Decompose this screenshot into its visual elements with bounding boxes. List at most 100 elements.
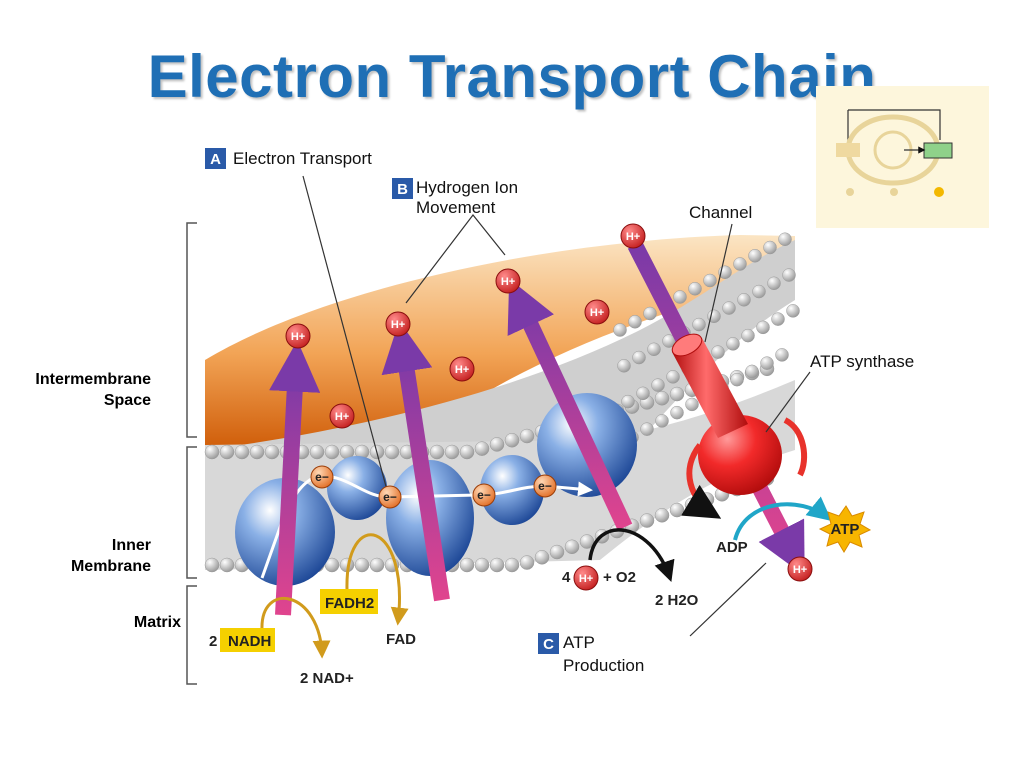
phospholipid-head (204, 444, 220, 460)
phospholipid-head (579, 534, 595, 549)
phospholipid-head (504, 557, 520, 573)
phospholipid-head (670, 405, 684, 420)
matrix-label: Matrix (134, 614, 181, 631)
svg-text:H+: H+ (501, 276, 515, 288)
phospholipid-head (786, 304, 800, 318)
svg-text:H+: H+ (590, 307, 604, 319)
inner-membrane-label-line1: Inner (112, 537, 151, 554)
proton-ion: H+ (495, 268, 521, 294)
svg-text:e−: e− (477, 488, 491, 502)
phospholipid-head (219, 444, 235, 460)
svg-text:H+: H+ (626, 231, 640, 243)
phospholipid-head (673, 290, 687, 304)
phospholipid-head (655, 414, 669, 428)
proton-ion: H+ (620, 223, 646, 249)
electron-path (260, 474, 593, 579)
svg-text:C: C (543, 636, 554, 653)
proton-coefficient: 4 (562, 569, 571, 586)
phospholipid-head (692, 317, 706, 332)
phospholipid-head (384, 444, 400, 460)
nadh-arrow (260, 596, 331, 659)
phospholipid-head (613, 323, 627, 337)
phospholipid-head (504, 432, 520, 448)
phospholipid-head (489, 437, 505, 452)
svg-text:e−: e− (383, 490, 397, 504)
fadh2-box (320, 589, 378, 614)
svg-text:e−: e− (538, 479, 552, 493)
phospholipid-head (549, 544, 565, 560)
proton-ion: H+ (584, 299, 610, 325)
fadh2-label: FADH2 (325, 595, 374, 612)
step-b-label-line1: Hydrogen Ion (416, 178, 518, 197)
phospholipid-head (643, 306, 657, 321)
intermembrane-label-line2: Space (104, 392, 151, 409)
page-title: Electron Transport Chain (147, 43, 877, 110)
region-brackets (186, 222, 197, 685)
electron: e− (472, 483, 496, 507)
phospholipid-head (459, 557, 475, 573)
water-label: 2 H2O (655, 592, 699, 609)
phospholipid-head (782, 268, 796, 282)
phospholipid-head (429, 444, 445, 460)
phospholipid-head (763, 240, 777, 255)
adp-label: ADP (716, 539, 748, 556)
phospholipid-head (756, 320, 770, 335)
proton-ion: H+ (573, 565, 599, 591)
phospholipid-head (324, 557, 340, 573)
svg-text:H+: H+ (291, 331, 305, 343)
phospholipid-head (628, 315, 642, 329)
svg-text:H+: H+ (391, 319, 405, 331)
svg-text:H+: H+ (335, 411, 349, 423)
step-b-badge: B (392, 178, 413, 199)
water-formation-arrow (588, 528, 675, 582)
phospholipid-head (669, 502, 685, 518)
phospholipid-head (519, 555, 535, 570)
phospholipid-head (489, 557, 505, 573)
phospholipid-head (564, 539, 580, 555)
svg-text:B: B (397, 181, 408, 198)
phospholipid-head (621, 394, 635, 409)
atp-label: ATP (831, 521, 860, 538)
phospholipid-head (711, 345, 725, 359)
phospholipid-head (666, 370, 680, 384)
phospholipid-head (632, 350, 646, 365)
svg-text:e−: e− (315, 470, 329, 484)
phospholipid-head (778, 232, 792, 246)
phospholipid-head (204, 557, 220, 573)
oxygen-label: + O2 (603, 569, 636, 586)
intermembrane-label-line1: Intermembrane (35, 371, 151, 388)
nadh-coefficient: 2 (209, 633, 217, 650)
phospholipid-head (354, 557, 370, 573)
phospholipid-head (249, 444, 265, 460)
proton-ion: H+ (449, 356, 475, 382)
atp-synthase (671, 333, 832, 541)
nadh-box (220, 628, 275, 652)
inner-membrane-label-line2: Membrane (71, 558, 151, 575)
phospholipid-head (733, 257, 747, 271)
proton-ion: H+ (329, 403, 355, 429)
phospholipid-head (726, 337, 740, 351)
phospholipid-head (459, 444, 475, 460)
phospholipid-head (647, 342, 661, 357)
svg-text:H+: H+ (793, 564, 807, 576)
nadh-label: NADH (228, 633, 271, 650)
mitochondrion-thumbnail (816, 86, 989, 228)
phospholipid-head (639, 513, 655, 528)
phospholipid-head (219, 557, 235, 573)
step-a-badge: A (205, 148, 226, 169)
proton-ion: H+ (787, 556, 813, 582)
phospholipid-head (737, 293, 751, 307)
phospholipid-head (234, 444, 250, 460)
phospholipid-head (741, 328, 755, 343)
phospholipid-head (760, 356, 774, 370)
phospholipid-head (617, 359, 631, 373)
phospholipid-head (654, 390, 670, 406)
step-c-label-line2: Production (563, 656, 644, 675)
phospholipid-head (722, 301, 736, 315)
phospholipid-head (651, 378, 665, 392)
phospholipid-head (688, 282, 702, 296)
fad-label: FAD (386, 631, 416, 648)
atp-burst (818, 505, 872, 553)
svg-text:H+: H+ (455, 364, 469, 376)
